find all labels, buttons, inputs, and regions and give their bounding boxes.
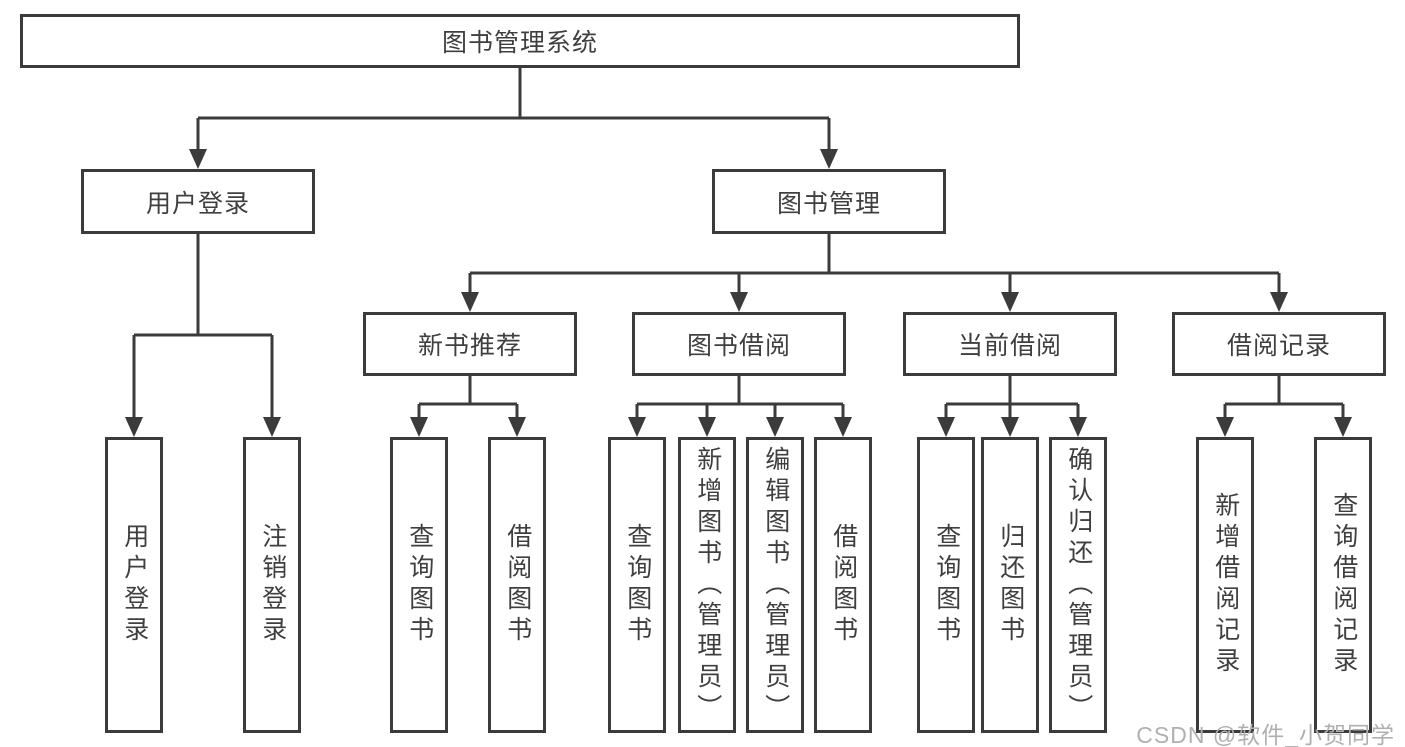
connector-path [468,234,1281,294]
leaf-query-books-recommend: 查询图书 [390,437,448,733]
arrowhead-icon [820,149,838,169]
leaf-return-book-label: 归还图书 [996,523,1025,647]
edge-book-management-children [461,234,1288,312]
connector-path [635,376,845,419]
leaf-query-books-current: 查询图书 [917,437,975,733]
node-root-label: 图书管理系统 [441,29,598,57]
node-root: 图书管理系统 [20,14,1020,68]
leaf-borrow-books-recommend: 借阅图书 [488,437,546,733]
arrowhead-icon [508,417,526,437]
leaf-borrow-books-borrow: 借阅图书 [814,437,872,733]
arrowhead-icon [698,417,716,437]
leaf-logout: 注销登录 [243,437,301,733]
watermark: CSDN @软件_小贺同学 [1136,722,1395,747]
node-current-borrow: 当前借阅 [903,312,1117,376]
connector-path [417,376,519,419]
arrowhead-icon [1270,292,1288,312]
edge-new-book-recommend-children [410,376,526,437]
connector-path [1223,376,1345,419]
node-book-borrow-label: 图书借阅 [686,332,791,360]
edge-root-children [189,68,838,169]
arrowhead-icon [937,417,955,437]
edge-user-login-children [125,234,281,437]
leaf-add-book-admin: 新增图书（管理员） [678,437,736,733]
arrowhead-icon [766,417,784,437]
node-borrow-records-label: 借阅记录 [1226,332,1331,360]
leaf-edit-book-admin-label: 编辑图书（管理员） [761,445,790,725]
node-user-login: 用户登录 [81,169,315,234]
arrowhead-icon [1001,417,1019,437]
leaf-query-borrow-record: 查询借阅记录 [1314,437,1372,733]
leaf-edit-book-admin: 编辑图书（管理员） [746,437,804,733]
leaf-borrow-books-borrow-label: 借阅图书 [829,523,858,647]
edge-book-borrow-children [628,376,852,437]
leaf-confirm-return-admin-label: 确认归还（管理员） [1064,445,1093,725]
leaf-query-books-current-label: 查询图书 [932,523,961,647]
node-new-book-recommend-label: 新书推荐 [417,332,522,360]
arrowhead-icon [1334,417,1352,437]
leaf-borrow-books-recommend-label: 借阅图书 [503,523,532,647]
leaf-query-books-borrow: 查询图书 [608,437,666,733]
arrowhead-icon [410,417,428,437]
node-current-borrow-label: 当前借阅 [957,332,1062,360]
connector-path [944,376,1080,419]
node-user-login-label: 用户登录 [145,189,250,218]
leaf-return-book: 归还图书 [981,437,1039,733]
arrowhead-icon [834,417,852,437]
arrowhead-icon [1216,417,1234,437]
leaf-user-login: 用户登录 [105,437,163,733]
edge-current-borrow-children [937,376,1087,437]
leaf-user-login-label: 用户登录 [120,523,149,647]
leaf-logout-label: 注销登录 [258,523,287,647]
arrowhead-icon [189,149,207,169]
arrowhead-icon [628,417,646,437]
arrowhead-icon [1001,292,1019,312]
leaf-add-borrow-record: 新增借阅记录 [1196,437,1254,733]
leaf-add-borrow-record-label: 新增借阅记录 [1211,492,1240,678]
arrowhead-icon [125,417,143,437]
connector-path [132,234,274,419]
arrowhead-icon [1069,417,1087,437]
leaf-query-books-borrow-label: 查询图书 [623,523,652,647]
connector-path [196,68,831,151]
leaf-query-books-recommend-label: 查询图书 [405,523,434,647]
node-book-management-label: 图书管理 [776,189,881,218]
node-new-book-recommend: 新书推荐 [363,312,577,376]
leaf-confirm-return-admin: 确认归还（管理员） [1049,437,1107,733]
arrowhead-icon [730,292,748,312]
node-book-management: 图书管理 [712,169,946,234]
leaf-query-borrow-record-label: 查询借阅记录 [1329,492,1358,678]
edge-borrow-records-children [1216,376,1352,437]
node-borrow-records: 借阅记录 [1172,312,1386,376]
arrowhead-icon [263,417,281,437]
leaf-add-book-admin-label: 新增图书（管理员） [693,445,722,725]
arrowhead-icon [461,292,479,312]
node-book-borrow: 图书借阅 [632,312,846,376]
